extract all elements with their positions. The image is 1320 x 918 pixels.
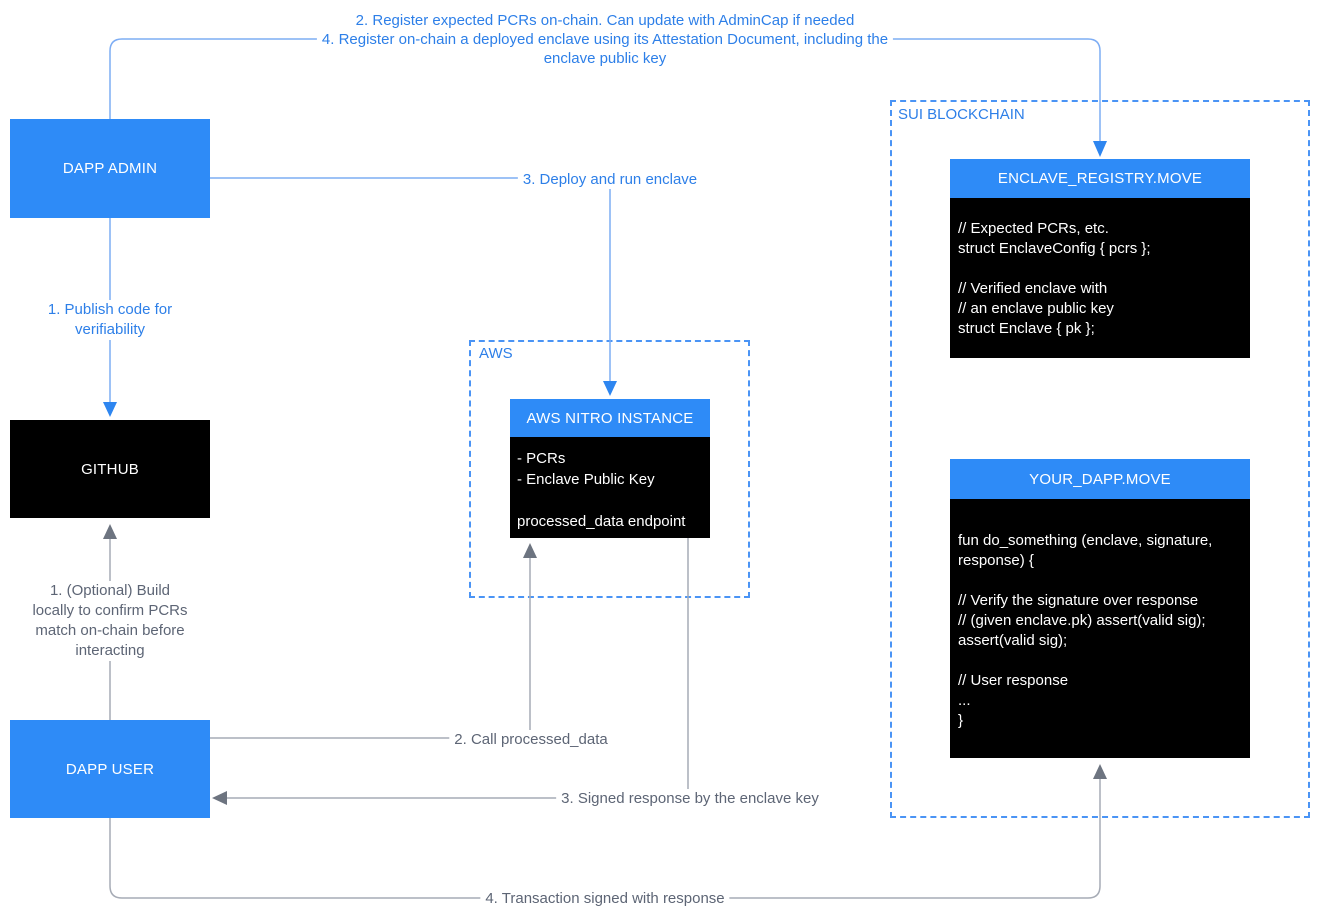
- arrowhead-into-your-dapp-icon: [1093, 764, 1107, 779]
- aws-nitro-title: AWS NITRO INSTANCE: [510, 399, 710, 437]
- dapp-admin-label: DAPP ADMIN: [62, 160, 158, 177]
- edge-call-line: [210, 558, 531, 739]
- github-label: GITHUB: [81, 460, 139, 478]
- enclave-registry-card: ENCLAVE_REGISTRY.MOVE // Expected PCRs, …: [950, 159, 1250, 358]
- enclave-registry-title: ENCLAVE_REGISTRY.MOVE: [950, 159, 1250, 198]
- edge-label-optional-build: 1. (Optional) Build locally to confirm P…: [27, 581, 193, 661]
- aws-nitro-card: AWS NITRO INSTANCE - PCRs - Enclave Publ…: [510, 399, 710, 538]
- arrowhead-into-github-bottom-icon: [103, 524, 117, 539]
- your-dapp-card: YOUR_DAPP.MOVE fun do_something (enclave…: [950, 459, 1250, 758]
- dapp-user-label: DAPP USER: [65, 760, 155, 778]
- dapp-admin-node: DAPP ADMIN: [10, 119, 210, 218]
- dapp-user-node: DAPP USER: [10, 720, 210, 818]
- edge-signed-response-line: [227, 538, 689, 799]
- arrowhead-into-dapp-user-icon: [212, 791, 227, 805]
- your-dapp-title: YOUR_DAPP.MOVE: [950, 459, 1250, 499]
- edge-label-deploy: 3. Deploy and run enclave: [517, 170, 703, 189]
- enclave-registry-body: // Expected PCRs, etc. struct EnclaveCon…: [950, 198, 1250, 358]
- edge-deploy-line: [210, 177, 611, 381]
- edge-label-call: 2. Call processed_data: [449, 730, 613, 749]
- arrowhead-into-nitro-top-icon: [603, 381, 617, 396]
- arrowhead-into-github-top-icon: [103, 402, 117, 417]
- arrowhead-into-registry-icon: [1093, 141, 1107, 157]
- aws-nitro-body: - PCRs - Enclave Public Key processed_da…: [510, 437, 710, 538]
- your-dapp-body: fun do_something (enclave, signature, re…: [950, 499, 1250, 758]
- edge-label-register-enclave: 4. Register on-chain a deployed enclave …: [316, 30, 894, 68]
- edge-label-transaction: 4. Transaction signed with response: [480, 889, 730, 908]
- edge-label-signed-response: 3. Signed response by the enclave key: [556, 789, 824, 808]
- github-node: GITHUB: [10, 420, 210, 518]
- arrowhead-into-nitro-bottom-icon: [523, 543, 537, 558]
- sui-blockchain-group-label: SUI BLOCKCHAIN: [896, 106, 1027, 124]
- aws-group-label: AWS: [477, 345, 515, 363]
- edge-label-register-pcrs: 2. Register expected PCRs on-chain. Can …: [350, 11, 860, 30]
- edge-label-publish: 1. Publish code for verifiability: [42, 300, 178, 340]
